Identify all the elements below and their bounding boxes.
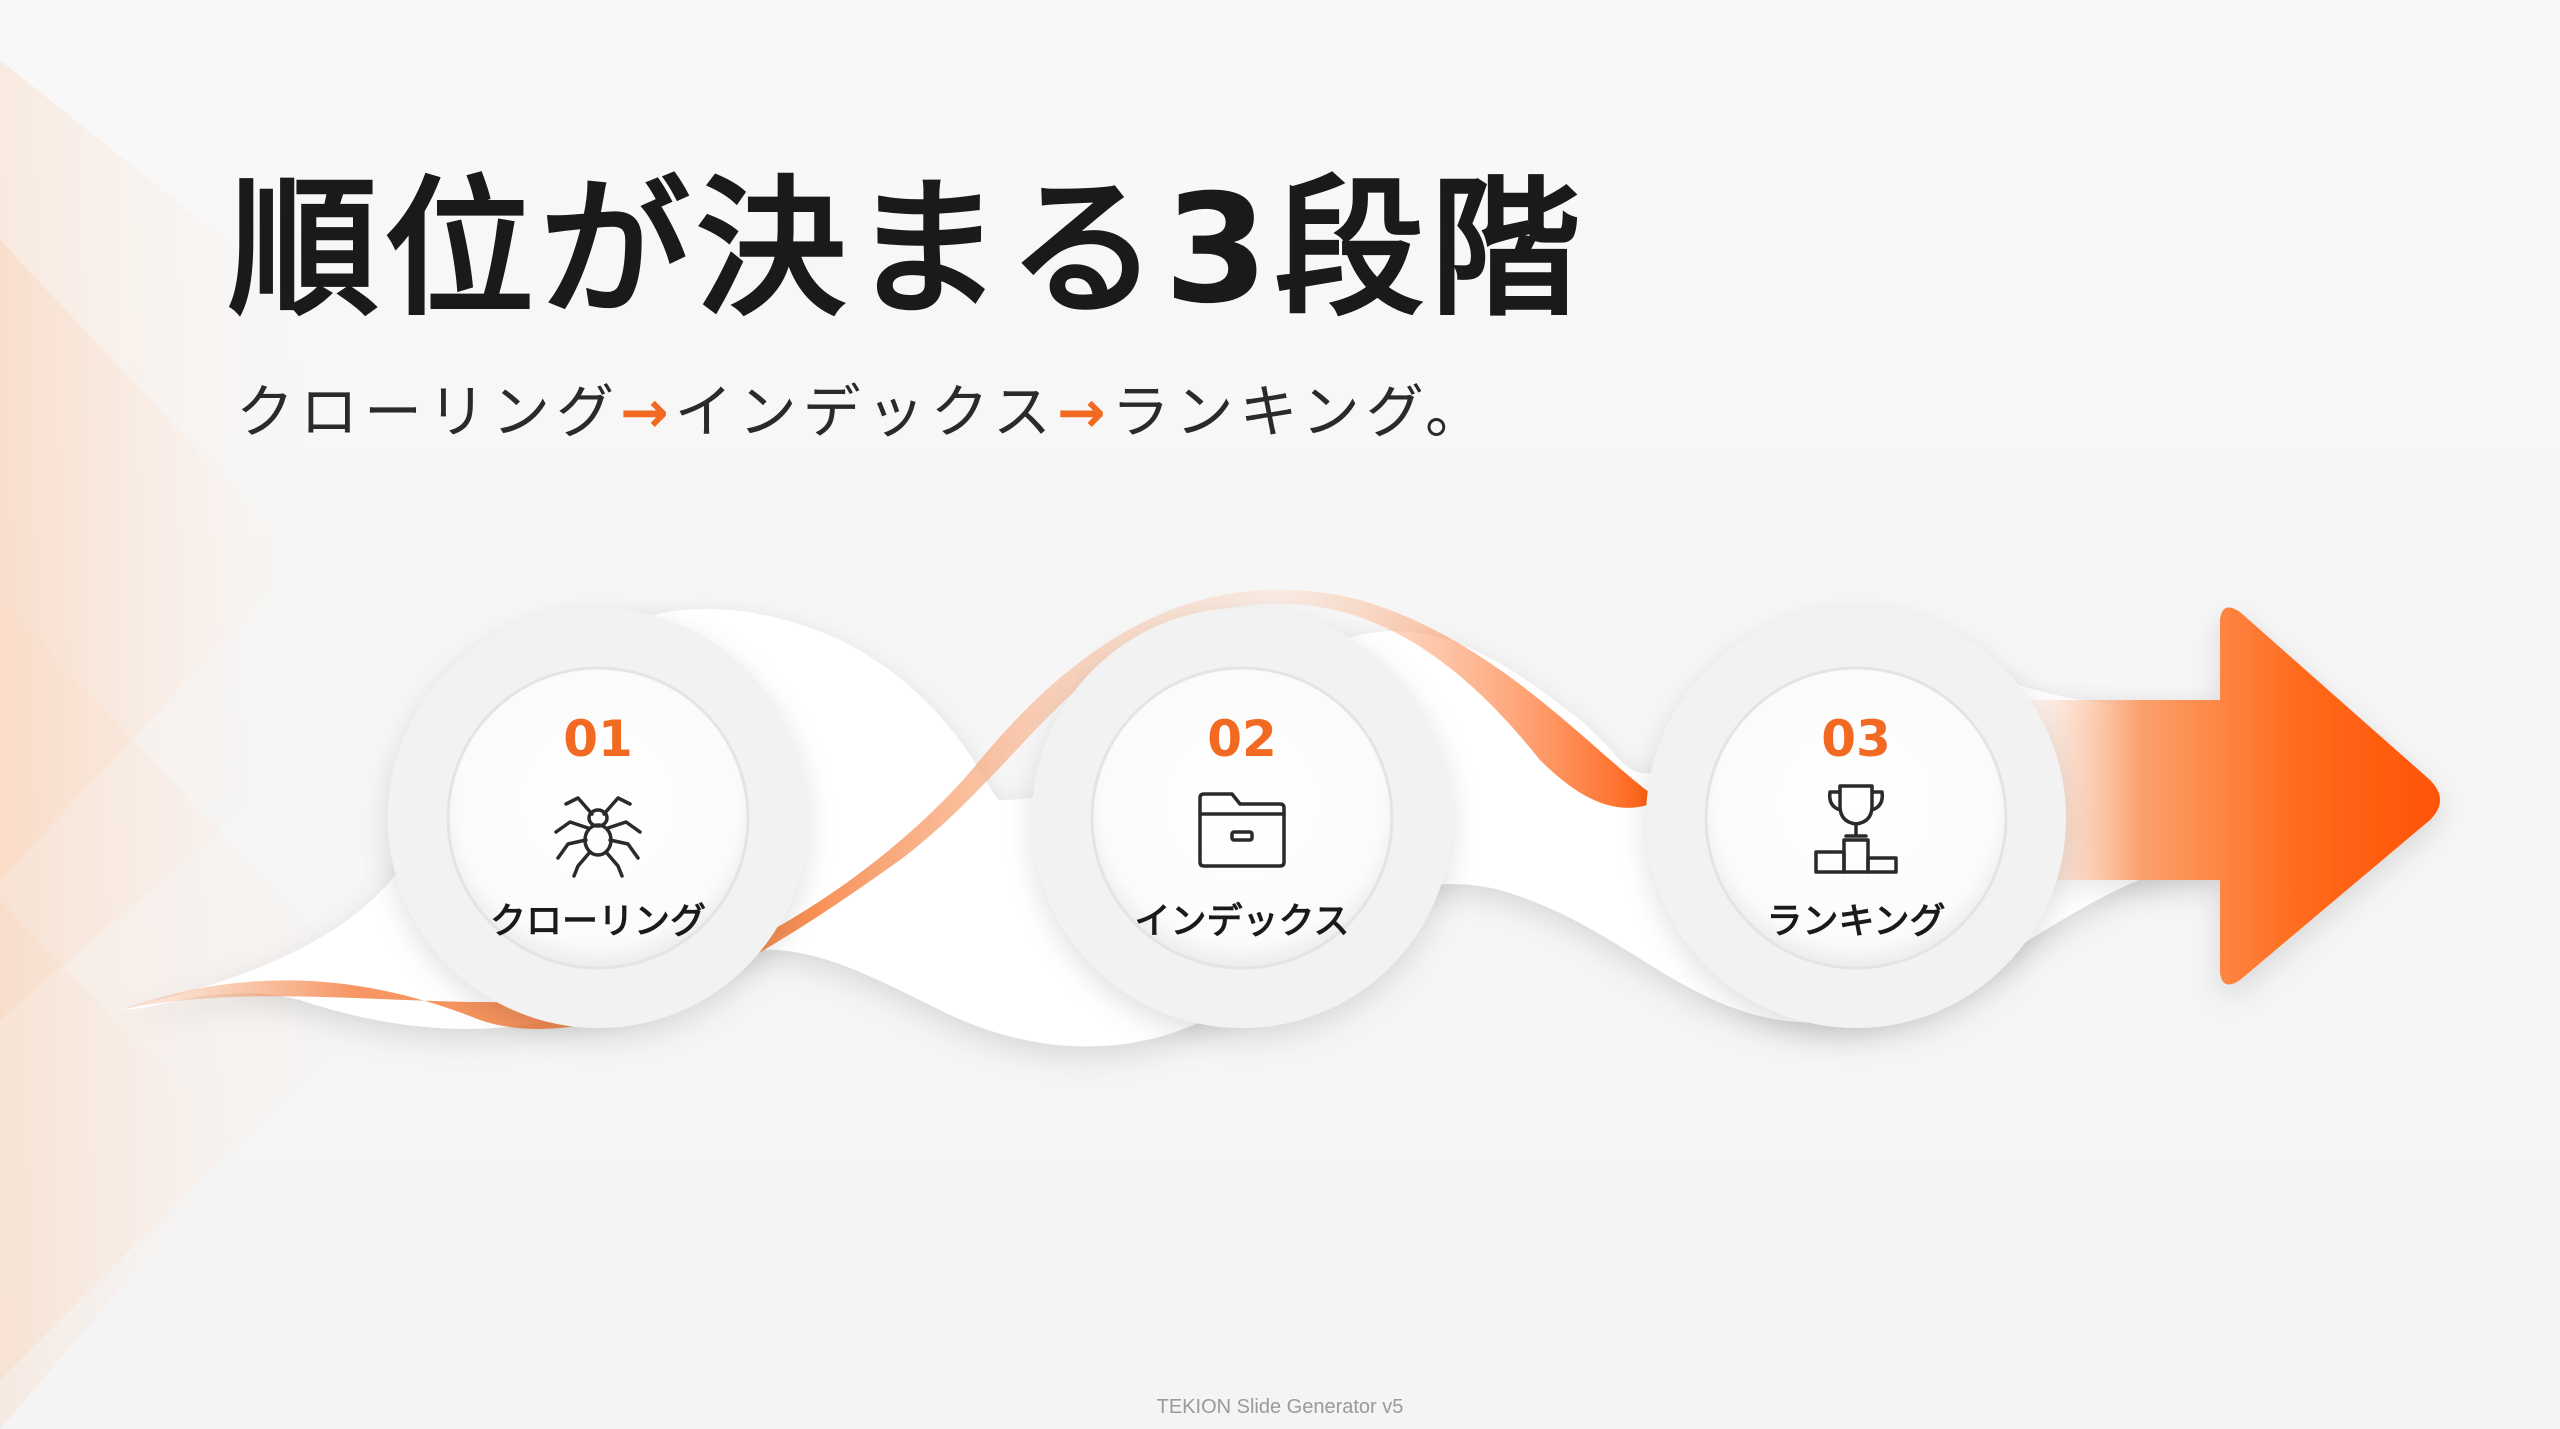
- step-card-ranking: 03 ランキング: [1706, 668, 2006, 968]
- step-number: 03: [1821, 710, 1891, 768]
- folder-icon: [1198, 792, 1286, 868]
- step-label: クローリング: [489, 901, 706, 942]
- trophy-podium-icon: [1814, 784, 1898, 874]
- subtitle-step-indexing: インデックス: [674, 378, 1057, 446]
- subtitle-step-crawling: クローリング: [236, 378, 621, 446]
- step-label: ランキング: [1766, 901, 1946, 942]
- footer-credit: TEKION Slide Generator v5: [1156, 1396, 1404, 1418]
- subtitle: クローリング→インデックス→ランキング。: [236, 378, 1489, 448]
- step-number: 02: [1207, 710, 1277, 768]
- step-card-crawling: 01 クローリング: [448, 668, 748, 968]
- step-number: 01: [563, 710, 633, 768]
- step-label: インデックス: [1134, 901, 1350, 942]
- subtitle-step-ranking: ランキング。: [1111, 378, 1490, 446]
- step-card-indexing: 02 インデックス: [1092, 668, 1392, 968]
- arrow-icon: →: [620, 378, 675, 446]
- arrow-icon: →: [1056, 378, 1112, 446]
- page-title: 順位が決まる3段階: [228, 163, 1587, 337]
- spider-icon: [554, 796, 642, 878]
